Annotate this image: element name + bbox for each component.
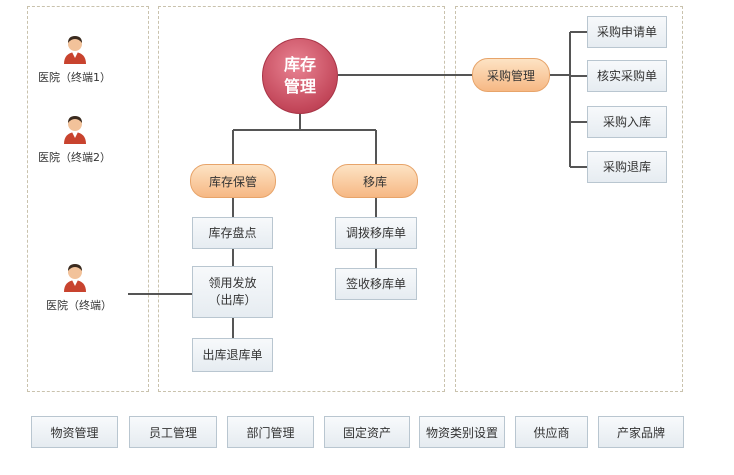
staff-management-button[interactable]: 员工管理: [129, 416, 217, 448]
outbound-return-box[interactable]: 出库退库单: [192, 338, 273, 372]
fixed-assets-button[interactable]: 固定资产: [324, 416, 410, 448]
supplier-button[interactable]: 供应商: [515, 416, 588, 448]
department-management-button[interactable]: 部门管理: [227, 416, 314, 448]
user-label-terminal-1: 医院（终端1）: [38, 71, 111, 84]
purchase-management-node[interactable]: 采购管理: [472, 58, 550, 92]
user-icon: [64, 36, 86, 64]
inventory-storage-node[interactable]: 库存保管: [190, 164, 276, 198]
receipt-transfer-box[interactable]: 签收移库单: [335, 268, 417, 300]
material-category-settings-button[interactable]: 物资类别设置: [419, 416, 505, 448]
inventory-management-hub[interactable]: 库存 管理: [262, 38, 338, 114]
inventory-panel: [158, 6, 445, 392]
transfer-order-box[interactable]: 调拨移库单: [335, 217, 417, 249]
purchase-panel: [455, 6, 683, 392]
user-label-terminal: 医院（终端）: [46, 299, 112, 312]
materials-management-button[interactable]: 物资管理: [31, 416, 118, 448]
manufacturer-brand-button[interactable]: 产家品牌: [598, 416, 684, 448]
verify-purchase-box[interactable]: 核实采购单: [587, 60, 667, 92]
purchase-request-box[interactable]: 采购申请单: [587, 16, 667, 48]
purchase-inbound-box[interactable]: 采购入库: [587, 106, 667, 138]
transfer-node[interactable]: 移库: [332, 164, 418, 198]
issue-outbound-box[interactable]: 领用发放 （出库）: [192, 266, 273, 318]
user-label-terminal-2: 医院（终端2）: [38, 151, 111, 164]
purchase-return-box[interactable]: 采购退库: [587, 151, 667, 183]
user-panel: [27, 6, 149, 392]
user-icon: [64, 264, 86, 292]
stocktake-box[interactable]: 库存盘点: [192, 217, 273, 249]
user-icon: [64, 116, 86, 144]
